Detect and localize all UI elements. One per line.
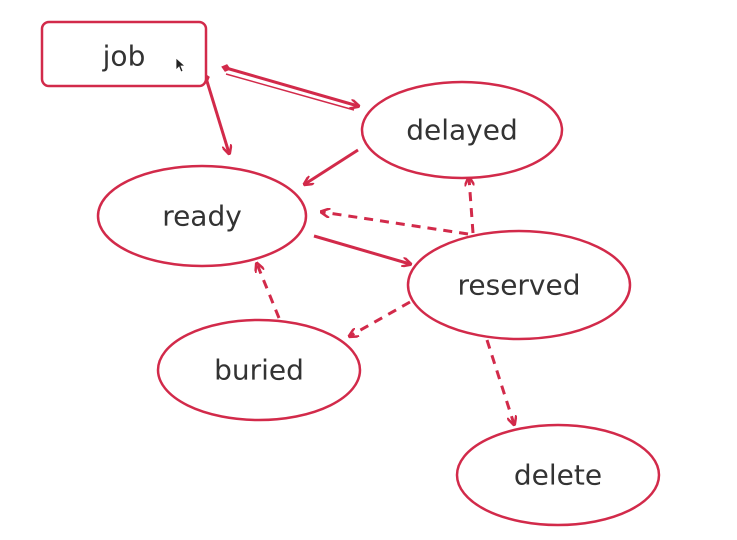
edge-job-to-ready — [206, 78, 229, 153]
node-ready: ready — [96, 164, 308, 268]
reserved-ellipse — [406, 229, 632, 341]
edge-job-to-delayed — [226, 68, 358, 106]
node-delayed: delayed — [360, 80, 564, 180]
edges — [206, 68, 514, 424]
node-buried: buried — [156, 318, 362, 422]
delete-label: delete — [514, 459, 602, 492]
edge-reserved-to-delayed — [469, 178, 473, 234]
edge-job-to-delayed-shadow — [225, 73, 355, 111]
buried-ellipse — [156, 318, 362, 422]
node-reserved: reserved — [406, 229, 632, 341]
reserved-label: reserved — [457, 269, 580, 302]
delayed-ellipse — [360, 80, 564, 180]
mouse-pointer-icon — [175, 57, 187, 73]
job-label: job — [102, 40, 146, 73]
edge-ready-to-reserved — [313, 234, 410, 264]
edge-delayed-to-ready — [305, 148, 359, 184]
job-box — [40, 20, 208, 88]
edge-buried-to-ready — [257, 264, 281, 319]
node-delete: delete — [455, 423, 661, 527]
edge-reserved-to-buried — [350, 300, 411, 336]
node-job: job — [40, 20, 208, 88]
edge-reserved-to-delete — [485, 339, 514, 424]
ready-label: ready — [162, 200, 242, 233]
ready-ellipse — [96, 164, 308, 268]
buried-label: buried — [214, 354, 304, 387]
delayed-label: delayed — [406, 114, 518, 147]
delete-ellipse — [455, 423, 661, 527]
edge-reserved-to-ready — [322, 212, 469, 236]
